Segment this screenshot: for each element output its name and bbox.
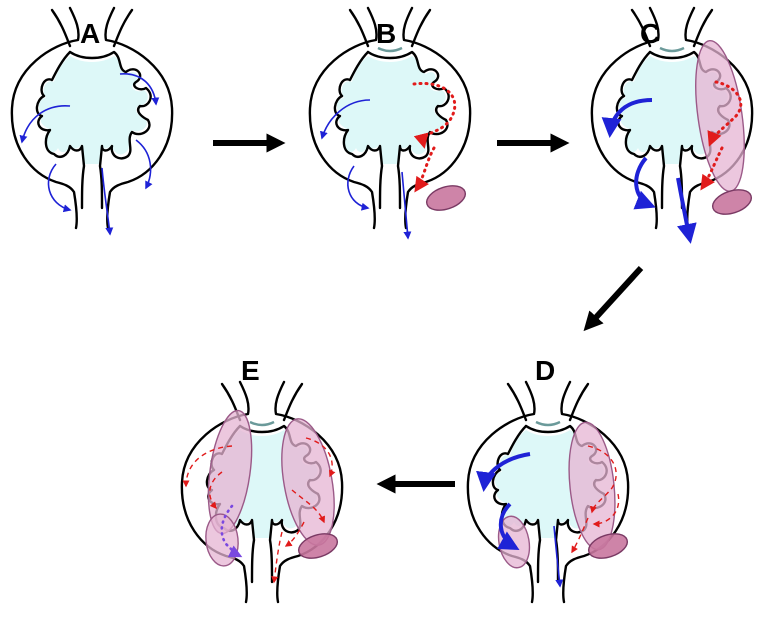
panel-d <box>468 382 631 602</box>
panel-label-e: E <box>241 355 260 386</box>
step-arrow-down-left <box>590 268 641 324</box>
pink-region <box>688 38 753 195</box>
bud <box>710 185 755 218</box>
panel-label-b: B <box>376 18 396 49</box>
panel-e <box>182 382 343 602</box>
panel-label-a: A <box>80 18 100 49</box>
panel-label-c: C <box>640 18 660 49</box>
panel-c <box>592 8 755 240</box>
panel-label-d: D <box>535 355 555 386</box>
bud <box>424 181 469 214</box>
